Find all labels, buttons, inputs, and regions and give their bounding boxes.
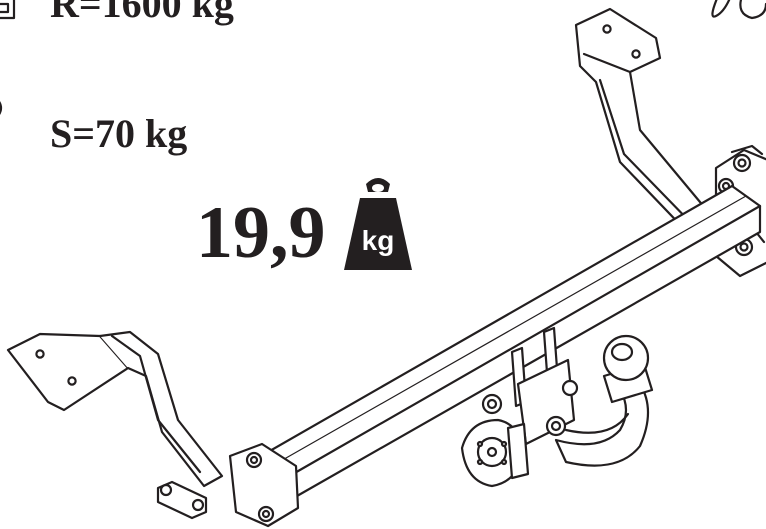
kg-icon-text: kg bbox=[362, 225, 395, 256]
vertical-load-label: S=70 kg bbox=[50, 111, 188, 156]
corner-icon-top-left bbox=[0, 0, 16, 115]
weight-kg-icon: kg bbox=[344, 178, 412, 270]
corner-icon-top-right bbox=[711, 0, 766, 20]
tow-ball bbox=[554, 334, 654, 467]
hitch-assembly bbox=[460, 326, 579, 488]
product-weight-value: 19,9 bbox=[196, 192, 326, 274]
left-mounting-bracket bbox=[6, 330, 224, 488]
left-end-plate bbox=[156, 442, 300, 528]
max-towing-capacity-label: R=1600 kg bbox=[50, 0, 234, 26]
right-mounting-bracket bbox=[574, 7, 712, 237]
